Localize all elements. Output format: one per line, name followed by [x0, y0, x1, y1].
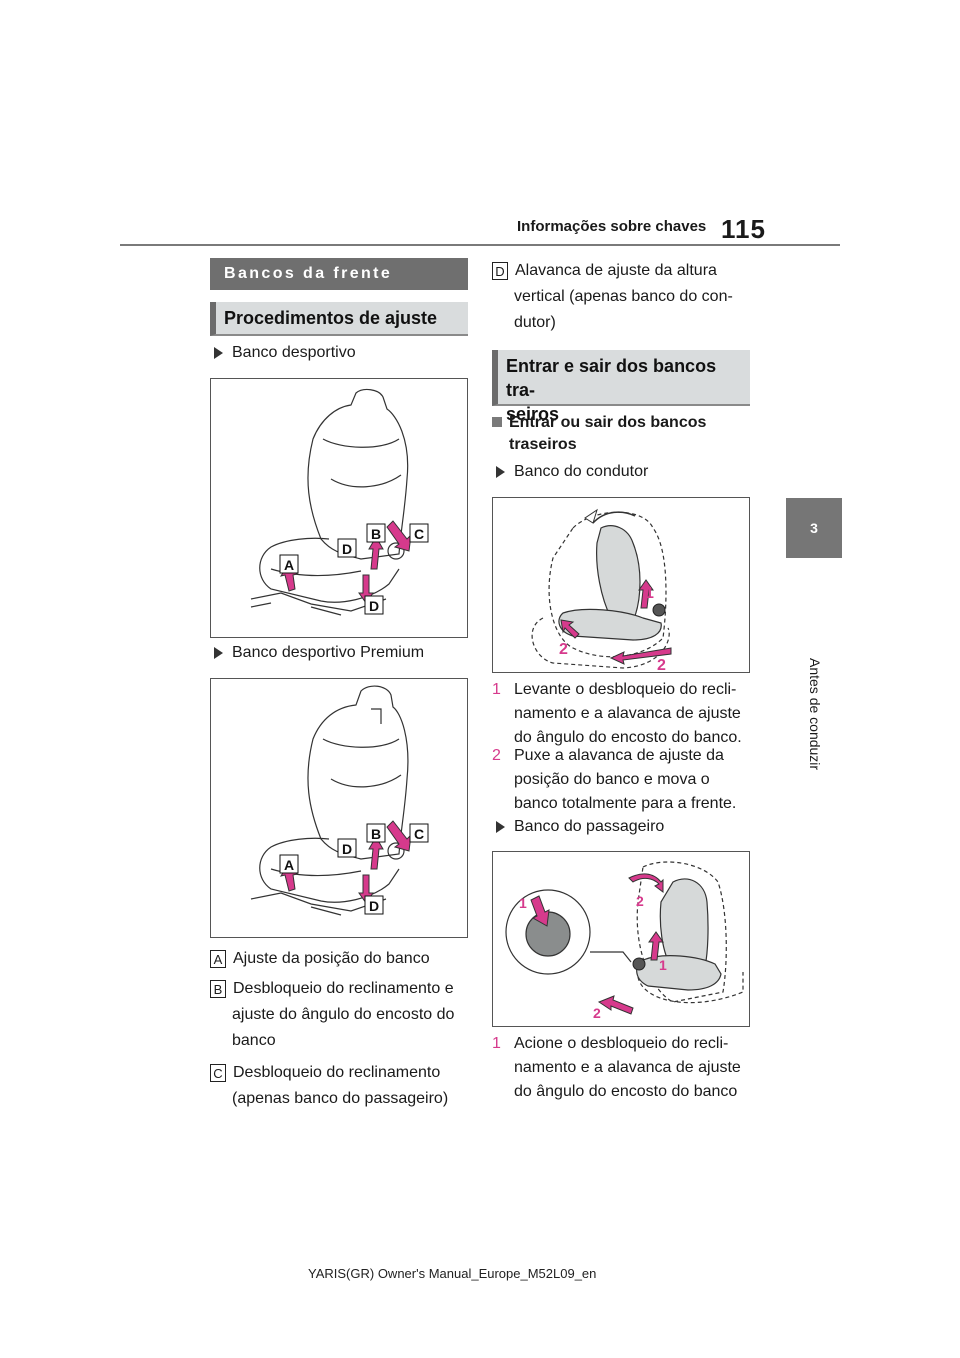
fig-label-d2: D — [369, 898, 379, 914]
page-number: 115 — [721, 214, 766, 244]
subheading-text: traseiros — [509, 436, 577, 453]
fig-label-c: C — [414, 526, 424, 542]
list-item-sport-seat: Banco desportivo — [210, 344, 356, 362]
triangle-bullet-icon — [214, 647, 223, 659]
legend-badge: B — [210, 979, 226, 998]
fig-label-d: D — [342, 841, 352, 857]
fig-label-c: C — [414, 826, 424, 842]
chapter-label: Antes de conduzir — [807, 658, 823, 771]
square-bullet-icon — [492, 417, 502, 427]
subsection-title-rear: Entrar e sair dos bancos tra- seiros — [492, 350, 750, 424]
figure-legend: A Ajuste da posição do banco B Desbloqueio… — [210, 946, 470, 1112]
legend-text: Desbloqueio do reclinamento e — [233, 980, 454, 997]
step-text: Levante o desbloqueio do recli- — [514, 681, 737, 698]
legend-item-a: A Ajuste da posição do banco — [210, 946, 470, 972]
subsection-title: Procedimentos de ajuste — [210, 302, 468, 336]
legend-text: Alavanca de ajuste da altura — [515, 262, 717, 279]
legend-item-d: D Alavanca de ajuste da altura vertical (… — [492, 258, 754, 336]
fig-label-1: 1 — [645, 585, 654, 602]
driver-seat-figure: 1 2 2 — [492, 497, 750, 673]
footer-manual-id: YARIS(GR) Owner's Manual_Europe_M52L09_e… — [308, 1266, 597, 1281]
step-text: do ângulo do encosto do banco — [514, 1083, 738, 1100]
seat-illustration: A B C D D — [250, 388, 429, 616]
step-text: namento e a alavanca de ajuste — [514, 705, 741, 722]
legend-text: banco — [232, 1032, 276, 1049]
legend-text: ajuste do ângulo do encosto do — [232, 1006, 455, 1023]
legend-badge: A — [210, 949, 226, 968]
legend-badge: D — [492, 261, 508, 280]
step-number: 1 — [492, 681, 501, 698]
fig-label-2: 2 — [636, 893, 644, 909]
fig-label-d2: D — [369, 598, 379, 614]
fig-label-b: B — [371, 826, 381, 842]
fig-label-2: 2 — [559, 641, 568, 658]
legend-item-b: B Desbloqueio do reclinamento e ajuste do… — [210, 976, 470, 1054]
list-item-passenger-seat: Banco do passageiro — [492, 818, 664, 836]
legend-text: Ajuste da posição do banco — [233, 950, 430, 967]
list-item-driver-seat: Banco do condutor — [492, 463, 648, 481]
step-text: do ângulo do encosto do banco. — [514, 729, 742, 746]
seat-figure-premium: A B C D D — [210, 678, 468, 938]
passenger-seat-figure: 1 2 1 2 — [492, 851, 750, 1027]
subheading-text: Entrar ou sair dos bancos — [509, 414, 707, 431]
section-title: Bancos da frente — [210, 258, 468, 290]
step-1-driver: 1 Levante o desbloqueio do recli- nament… — [492, 678, 754, 750]
list-item-label: Banco desportivo — [232, 344, 356, 361]
seat-illustration: 1 2 2 — [531, 508, 672, 672]
fig-label-d: D — [342, 541, 352, 557]
subsection-title-line: seiros — [506, 404, 560, 424]
triangle-bullet-icon — [496, 821, 505, 833]
fig-label-1b: 1 — [659, 957, 667, 973]
legend-text: vertical (apenas banco do con- — [514, 288, 733, 305]
subsection-title-line: Entrar e sair dos bancos tra- — [506, 356, 717, 400]
fig-label-b: B — [371, 526, 381, 542]
fig-label-a: A — [284, 857, 294, 873]
triangle-bullet-icon — [214, 347, 223, 359]
legend-item-c: C Desbloqueio do reclinamento (apenas ban… — [210, 1060, 470, 1112]
chapter-tab: 3 — [786, 498, 842, 558]
seat-figure-sport: A B C D D — [210, 378, 468, 638]
chapter-number: 3 — [810, 520, 818, 536]
step-text: namento e a alavanca de ajuste — [514, 1059, 741, 1076]
step-text: banco totalmente para a frente. — [514, 795, 737, 812]
fig-label-1: 1 — [519, 895, 527, 911]
legend-text: Desbloqueio do reclinamento — [233, 1064, 441, 1081]
running-header-title: Informações sobre chaves — [517, 218, 707, 235]
fig-label-a: A — [284, 557, 294, 573]
legend-badge: C — [210, 1063, 226, 1082]
list-item-label: Banco desportivo Premium — [232, 644, 425, 661]
header-rule — [120, 244, 840, 246]
step-2-driver: 2 Puxe a alavanca de ajuste da posição d… — [492, 744, 754, 816]
seat-illustration: 1 2 1 2 — [505, 861, 744, 1021]
step-text: posição do banco e mova o — [514, 771, 710, 788]
legend-text: (apenas banco do passageiro) — [232, 1090, 449, 1107]
step-1-passenger: 1 Acione o desbloqueio do recli- namento… — [492, 1032, 754, 1104]
step-number: 2 — [492, 747, 501, 764]
step-number: 1 — [492, 1035, 501, 1052]
subheading-rear: Entrar ou sair dos bancos traseiros — [492, 412, 706, 456]
triangle-bullet-icon — [496, 466, 505, 478]
step-text: Puxe a alavanca de ajuste da — [514, 747, 724, 764]
list-item-premium-seat: Banco desportivo Premium — [210, 644, 424, 662]
seat-illustration: A B C D D — [250, 685, 429, 916]
list-item-label: Banco do condutor — [514, 463, 649, 480]
step-text: Acione o desbloqueio do recli- — [514, 1035, 729, 1052]
fig-label-2b: 2 — [657, 657, 666, 672]
fig-label-2b: 2 — [593, 1005, 601, 1021]
legend-text: dutor) — [514, 314, 556, 331]
list-item-label: Banco do passageiro — [514, 818, 665, 835]
